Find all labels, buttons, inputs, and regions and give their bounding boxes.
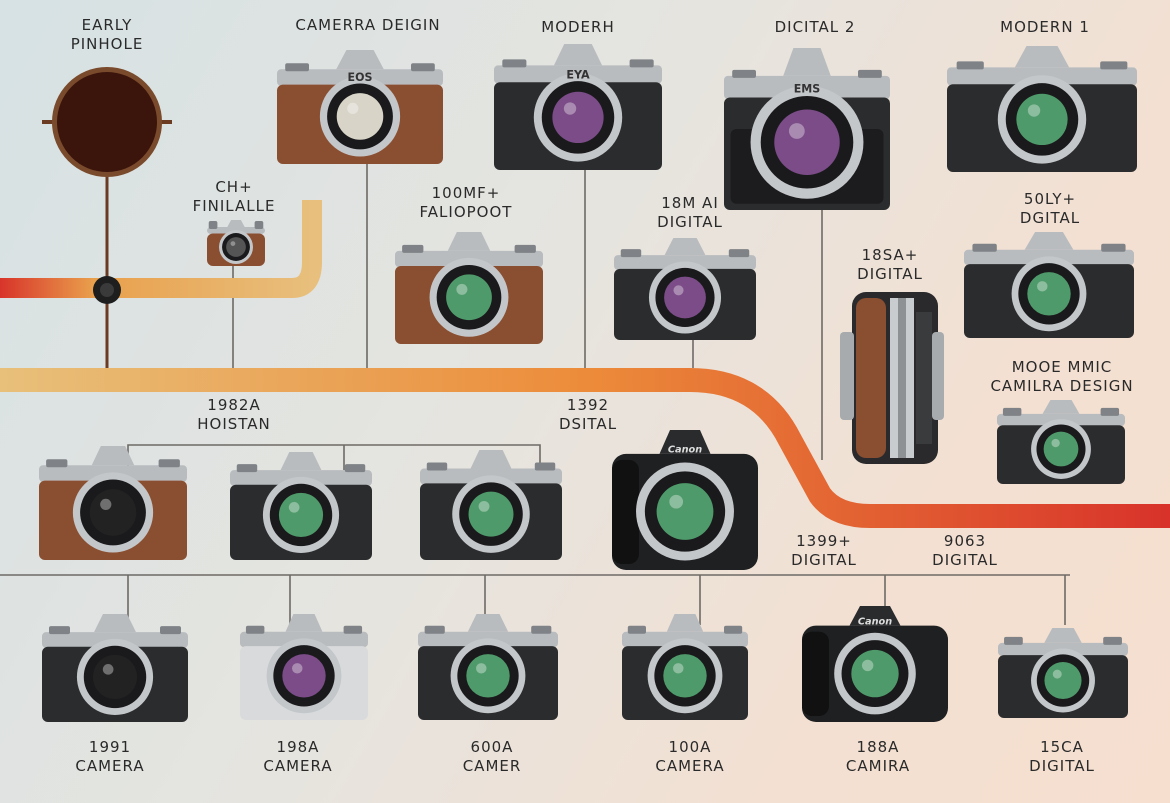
camera-row3-3-icon (418, 448, 564, 562)
camera-brand-badge: EOS (348, 71, 373, 84)
pinhole-camera-icon (42, 66, 172, 178)
camera-bottom-6-icon (996, 626, 1130, 720)
camera-digital-18m-icon (612, 236, 758, 342)
label-digital-50: 50LY+DGITAL (1020, 190, 1080, 228)
camera-bottom-1-icon (40, 612, 190, 724)
camera-bottom-3-icon (416, 612, 560, 722)
side-view-camera-icon (838, 292, 948, 464)
camera-bottom-4-icon (620, 612, 750, 722)
camera-camerra-deigin-icon: EOS (275, 48, 445, 166)
camera-brand-badge: Canon (668, 445, 702, 456)
label-modern-1: MODERN 1 (1000, 18, 1090, 37)
camera-modern-1-icon (945, 44, 1139, 174)
camera-faliopoot-icon (393, 230, 545, 346)
label-digital-1399: 1399+DIGITAL (791, 532, 857, 570)
camera-moderh-icon: EYA (492, 42, 664, 172)
camera-digital-50-icon (962, 230, 1136, 340)
label-ch-finilalle: CH+FINILALLE (193, 178, 276, 216)
camera-moce-mmic-icon (995, 398, 1127, 486)
camera-bottom-2-icon (238, 612, 370, 722)
label-camerra-deigin: CAMERRA DEIGIN (295, 16, 440, 35)
label-digital-18sa: 18SA+DIGITAL (857, 246, 923, 284)
camera-brand-badge: Canon (858, 617, 892, 628)
label-moderh: MODERH (541, 18, 614, 37)
camera-row3-2-icon (228, 450, 374, 562)
camera-row3-1-icon (37, 444, 189, 562)
camera-ch-finilalle-icon (205, 218, 267, 268)
camera-bottom-5-icon: Canon (800, 604, 950, 724)
camera-dicital-2-icon: EMS (722, 46, 892, 212)
camera-brand-badge: EMS (794, 82, 821, 95)
label-dicital-2: DICITAL 2 (775, 18, 856, 37)
camera-brand-badge: EYA (566, 68, 590, 81)
camera-row3-4-icon: Canon (610, 428, 760, 572)
label-faliopoot: 100MF+FALIOPOOT (420, 184, 513, 222)
